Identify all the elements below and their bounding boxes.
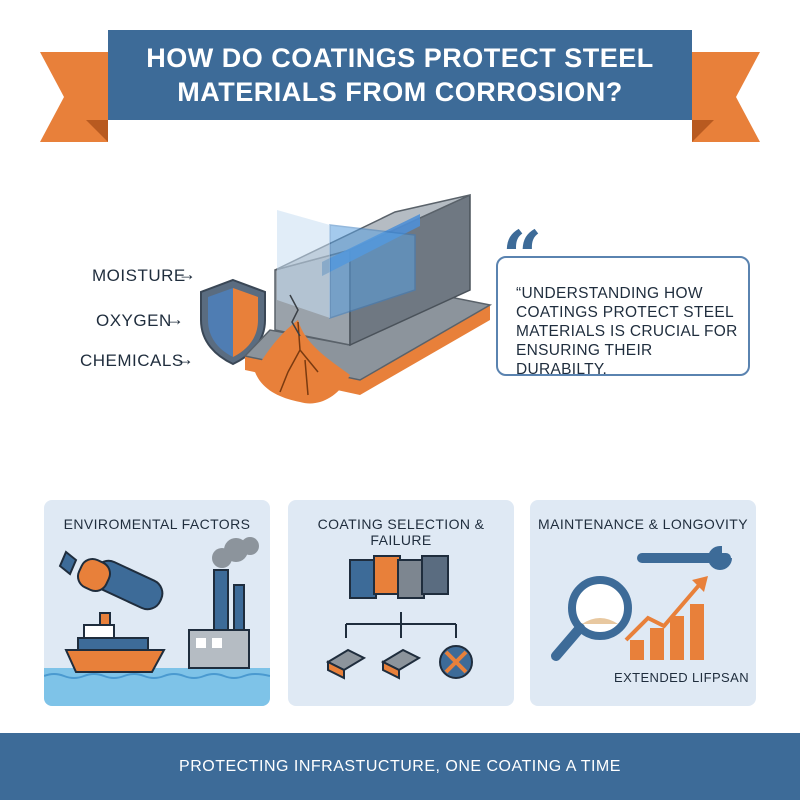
failure-x-icon (439, 645, 473, 679)
threat-chemicals: CHEMICALS (80, 351, 184, 370)
panel-environmental-factors: ENVIROMENTAL FACTORS (44, 500, 270, 706)
panel-title: COATING SELECTION & FAILURE (317, 516, 485, 548)
coating-selection-illustration (325, 555, 473, 680)
growth-chart-icon (624, 576, 708, 660)
quote-box (496, 256, 750, 376)
maintenance-illustration (551, 546, 732, 661)
ship-icon (64, 612, 166, 673)
factory-icon (188, 537, 259, 669)
threat-oxygen: OXYGEN (96, 311, 172, 330)
coated-plate-icon (325, 648, 367, 680)
coated-plate-icon (380, 648, 422, 680)
shield-icon (200, 278, 266, 366)
footer-banner: PROTECTING INFRASTUCTURE, ONE COATING A … (0, 733, 800, 800)
title-line-1: HOW DO COATINGS PROTECT STEEL (146, 43, 654, 73)
arrow-icon: → (166, 309, 184, 329)
title-line-2: MATERIALS FROM CORROSION? (177, 77, 623, 107)
ribbon-tails (40, 52, 760, 142)
steel-beam-illustration (200, 193, 493, 404)
panel-title: MAINTENANCE & LONGOVITY (538, 516, 748, 532)
panel-maintenance-longevity: MAINTENANCE & LONGOVITY EXTENDED LIFPSAN (530, 500, 756, 706)
arrow-icon: → (178, 264, 196, 284)
quote-mark-icon: “ (502, 215, 543, 298)
quote-text: “UNDERSTANDING HOW COATINGS PROTECT STEE… (516, 285, 738, 378)
pipe-icon (58, 550, 164, 611)
panel-coating-selection: COATING SELECTION & FAILURE (288, 500, 514, 706)
threat-moisture: MOISTURE (92, 266, 186, 285)
magnifier-icon (551, 576, 632, 661)
panel-title: ENVIROMENTAL FACTORS (63, 516, 251, 532)
coating-layers-icon (349, 555, 449, 599)
footer-text: PROTECTING INFRASTUCTURE, ONE COATING A … (179, 757, 621, 775)
wrench-icon (637, 546, 732, 570)
title-banner: HOW DO COATINGS PROTECT STEEL MATERIALS … (0, 0, 800, 150)
environmental-illustration (44, 537, 270, 706)
page-title: HOW DO COATINGS PROTECT STEEL MATERIALS … (108, 30, 692, 120)
extended-lifespan-label: EXTENDED LIFPSAN (614, 670, 749, 685)
arrow-icon: → (176, 349, 194, 369)
